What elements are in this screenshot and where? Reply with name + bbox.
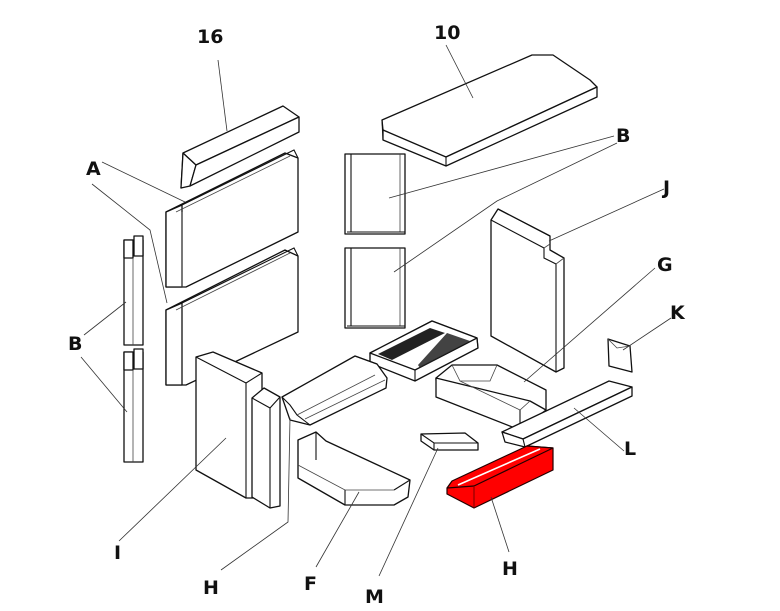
part-grate[interactable] <box>369 320 479 382</box>
leader-lines <box>80 44 672 577</box>
leader-B-top-2 <box>393 142 618 273</box>
part-trough[interactable] <box>281 355 388 426</box>
label-G: G <box>657 254 673 276</box>
leader-I <box>118 437 227 542</box>
leader-B-left-2 <box>80 356 128 413</box>
label-B-left: B <box>68 333 83 355</box>
leader-J <box>548 188 665 242</box>
leader-K <box>622 317 672 351</box>
part-10[interactable] <box>381 54 598 167</box>
leader-M <box>378 447 439 577</box>
leader-B-top-1 <box>388 135 615 199</box>
leader-10 <box>445 44 474 99</box>
label-10: 10 <box>434 22 461 44</box>
leader-H-left <box>220 417 291 571</box>
label-K: K <box>670 302 685 324</box>
part-H-left[interactable] <box>251 387 281 509</box>
label-A: A <box>86 158 101 180</box>
label-J: J <box>663 177 671 199</box>
part-B-left-lower[interactable] <box>123 348 144 463</box>
label-H-right: H <box>502 558 518 580</box>
label-M: M <box>365 586 384 608</box>
leader-B-left-1 <box>83 301 127 336</box>
label-B-top: B <box>616 125 631 147</box>
leader-G <box>523 267 656 383</box>
leader-A-2 <box>91 183 168 304</box>
part-K[interactable] <box>607 338 633 373</box>
label-F: F <box>304 573 317 595</box>
label-16: 16 <box>197 26 224 48</box>
part-H-highlighted[interactable] <box>446 445 554 509</box>
leader-L <box>573 407 625 452</box>
part-A-upper[interactable] <box>165 149 299 288</box>
label-I: I <box>114 542 122 564</box>
part-B-center-lower[interactable] <box>344 247 406 329</box>
part-F[interactable] <box>297 431 411 506</box>
leader-F <box>315 491 360 568</box>
part-A-lower[interactable] <box>165 247 299 386</box>
grate-bars <box>378 328 470 368</box>
label-H-left: H <box>203 577 219 599</box>
label-L: L <box>624 438 637 460</box>
part-G[interactable] <box>435 364 547 431</box>
leader-16 <box>217 59 228 132</box>
part-L[interactable] <box>501 380 633 448</box>
leader-H-right <box>490 496 510 553</box>
part-J[interactable] <box>490 208 565 373</box>
leader-A-1 <box>101 161 186 203</box>
part-B-center-upper[interactable] <box>344 153 406 235</box>
part-M[interactable] <box>420 432 479 451</box>
part-I[interactable] <box>195 351 263 499</box>
part-B-left-upper[interactable] <box>123 235 144 346</box>
part-16[interactable] <box>180 105 300 189</box>
